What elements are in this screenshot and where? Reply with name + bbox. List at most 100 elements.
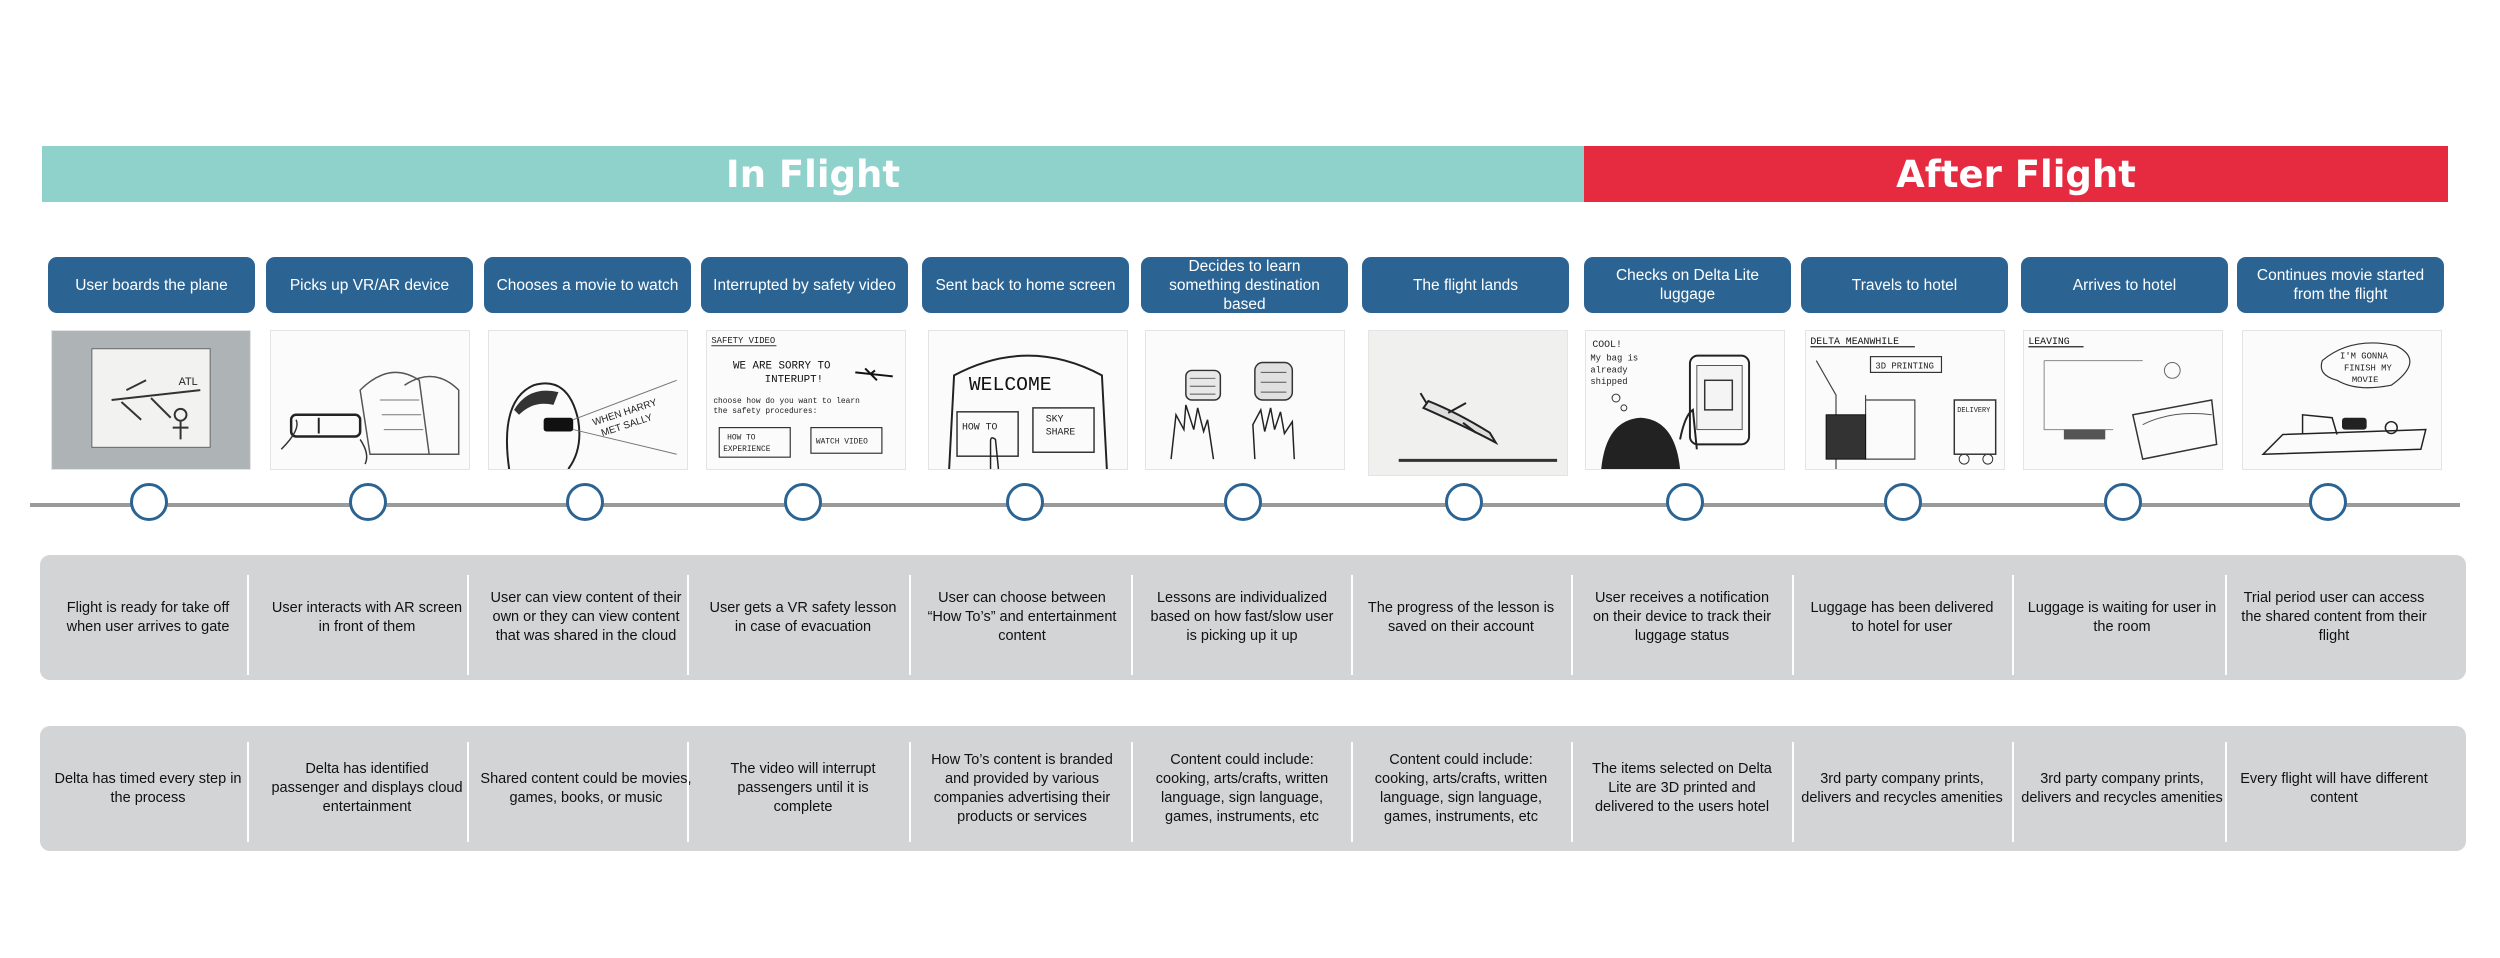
step-label: The flight lands <box>1362 257 1569 313</box>
band-divider <box>2225 742 2227 842</box>
luggage-check-sketch: COOL! My bag is already shipped <box>1590 339 1751 469</box>
step-note: The video will interrupt passengers unti… <box>730 761 876 815</box>
step-label: Continues movie started from the flight <box>2237 257 2444 313</box>
step-description: Flight is ready for take off when user a… <box>66 599 230 635</box>
home-screen-sketch: WELCOME HOW TO SKY SHARE <box>948 354 1108 469</box>
step-description: The progress of the lesson is saved on t… <box>1367 599 1555 635</box>
storyboard-sketch-luggage-check: COOL! My bag is already shipped <box>1585 330 1785 470</box>
description-band <box>40 555 2466 680</box>
band-divider <box>687 742 689 842</box>
step-label: Checks on Delta Lite luggage <box>1584 257 1791 313</box>
sketch-text: DELTA MEANWHILE <box>1810 336 1899 347</box>
step-label: Decides to learn something destination b… <box>1141 257 1348 313</box>
timeline-node <box>1224 483 1262 521</box>
timeline-node <box>1445 483 1483 521</box>
step-description: User can choose between “How To’s” and e… <box>927 590 1117 644</box>
timeline-node <box>566 483 604 521</box>
timeline-node <box>1666 483 1704 521</box>
sketch-text: HOW TO <box>962 422 998 433</box>
sketch-text: WATCH VIDEO <box>816 437 868 446</box>
step-description: User interacts with AR screen in front o… <box>271 599 463 635</box>
sketch-text: DELIVERY <box>1957 407 1990 415</box>
storyboard-sketch-vr-device <box>270 330 470 470</box>
band-divider <box>1792 575 1794 675</box>
timeline-node <box>349 483 387 521</box>
step-description: Luggage is waiting for user in the room <box>2027 599 2217 635</box>
movie-sketch: WHEN HARRY MET SALLY <box>506 379 677 469</box>
step-note: Content could include: cooking, arts/cra… <box>1155 751 1329 825</box>
sketch-text: the safety procedures: <box>713 407 817 416</box>
step-note: How To’s content is branded and provided… <box>931 751 1113 825</box>
sketch-text: WELCOME <box>969 374 1052 396</box>
sketch-text: MOVIE <box>2352 375 2379 385</box>
step-description: Luggage has been delivered to hotel for … <box>1810 599 1994 635</box>
step-label: Arrives to hotel <box>2021 257 2228 313</box>
band-divider <box>687 575 689 675</box>
sketch-text: already <box>1590 365 1628 375</box>
band-divider <box>2225 575 2227 675</box>
boarding-sketch: ATL <box>52 331 250 469</box>
step-note: Every flight will have different content <box>2240 770 2428 806</box>
band-divider <box>909 742 911 842</box>
step-note: Delta has identified passenger and displ… <box>271 761 463 815</box>
band-divider <box>1571 742 1573 842</box>
step-note: The items selected on Delta Lite are 3D … <box>1592 761 1772 815</box>
storyboard-sketch-hotel-room: LEAVING <box>2023 330 2223 470</box>
sketch-text: EXPERIENCE <box>723 445 771 454</box>
storyboard-sketch-movie: WHEN HARRY MET SALLY <box>488 330 688 470</box>
sketch-text: WE ARE SORRY TO <box>733 360 830 372</box>
band-divider <box>1131 575 1133 675</box>
sketch-text: SHARE <box>1046 427 1076 438</box>
timeline-node <box>1884 483 1922 521</box>
timeline-node <box>784 483 822 521</box>
sketch-text: My bag is <box>1590 354 1638 364</box>
step-description: User gets a VR safety lesson in case of … <box>709 599 897 635</box>
band-divider <box>467 742 469 842</box>
sketch-text: INTERUPT! <box>765 374 823 386</box>
vr-device-sketch <box>280 371 460 465</box>
band-divider <box>247 742 249 842</box>
storyboard-sketch-home-screen: WELCOME HOW TO SKY SHARE <box>928 330 1128 470</box>
step-note: Content could include: cooking, arts/cra… <box>1374 751 1548 825</box>
band-divider <box>1571 575 1573 675</box>
band-divider <box>909 575 911 675</box>
landing-sketch <box>1398 392 1558 462</box>
step-description: User can view content of their own or th… <box>490 590 682 644</box>
band-divider <box>2012 742 2014 842</box>
step-description: User receives a notification on their de… <box>1592 590 1772 644</box>
step-description: Trial period user can access the shared … <box>2241 590 2427 644</box>
sketch-text: 3D PRINTING <box>1875 361 1933 371</box>
band-divider <box>1792 742 1794 842</box>
sketch-text: I'M GONNA <box>2340 352 2389 362</box>
sketch-text: ATL <box>179 376 198 388</box>
step-note: Delta has timed every step in the proces… <box>54 770 242 806</box>
band-divider <box>467 575 469 675</box>
3d-printing-sketch: DELTA MEANWHILE 3D PRINTING DELIVERY <box>1810 336 1997 469</box>
storyboard-sketch-safety-video: SAFETY VIDEO WE ARE SORRY TO INTERUPT! c… <box>706 330 906 470</box>
hotel-room-sketch: LEAVING <box>2028 336 2218 461</box>
sketch-text: SKY <box>1046 414 1064 425</box>
storyboard-sketch-continue-movie: I'M GONNA FINISH MY MOVIE <box>2242 330 2442 470</box>
phase-header-after-flight: After Flight <box>1584 146 2448 202</box>
timeline-node <box>1006 483 1044 521</box>
band-divider <box>1351 575 1353 675</box>
band-divider <box>1131 742 1133 842</box>
safety-video-sketch: SAFETY VIDEO WE ARE SORRY TO INTERUPT! c… <box>711 336 893 458</box>
sketch-text: LEAVING <box>2028 336 2069 347</box>
band-divider <box>247 575 249 675</box>
learning-sketch <box>1170 361 1296 460</box>
sketch-text: HOW TO <box>727 433 756 442</box>
band-divider <box>1351 742 1353 842</box>
step-label: Chooses a movie to watch <box>484 257 691 313</box>
sketch-text: choose how do you want to learn <box>713 397 860 406</box>
band-divider <box>2012 575 2014 675</box>
timeline-node <box>130 483 168 521</box>
sketch-text: SAFETY VIDEO <box>711 336 775 346</box>
step-description: Lessons are individualized based on how … <box>1150 590 1334 644</box>
step-label: Travels to hotel <box>1801 257 2008 313</box>
sketch-text: FINISH MY <box>2344 363 2393 373</box>
phase-header-in-flight: In Flight <box>42 146 1584 202</box>
continue-movie-sketch: I'M GONNA FINISH MY MOVIE <box>2261 342 2427 456</box>
storyboard-sketch-boarding: ATL <box>51 330 251 470</box>
step-note: 3rd party company prints, delivers and r… <box>1801 770 2003 806</box>
